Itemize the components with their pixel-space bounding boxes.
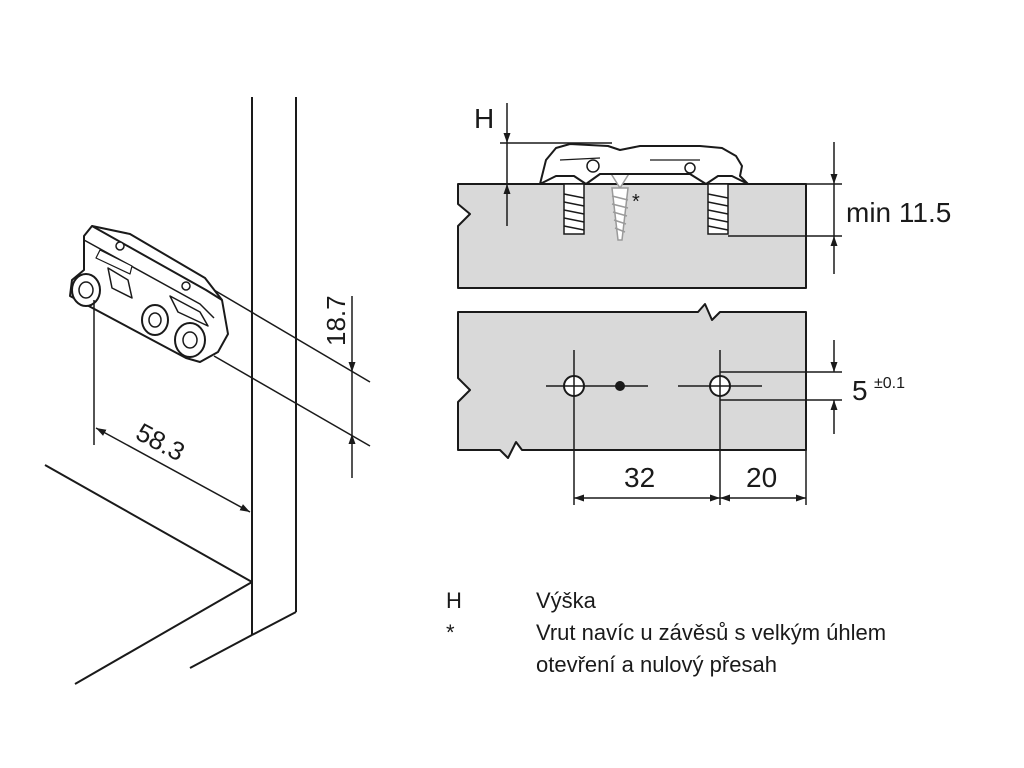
left-dimensions	[93, 289, 371, 513]
legend-key-asterisk: *	[446, 620, 455, 645]
cabinet-bottom-joint-edge	[74, 581, 253, 685]
cabinet-side-bottom-edge	[251, 611, 297, 636]
dim-58-3-line	[95, 427, 251, 513]
legend-text-asterisk-cont: otevření a nulový přesah	[536, 652, 777, 677]
legend-text-h: Výška	[536, 588, 596, 613]
legend-key-h: H	[446, 588, 462, 613]
dim-h-label: H	[474, 103, 494, 134]
asterisk-mark: *	[632, 191, 640, 213]
dim-32-label: 32	[624, 462, 655, 493]
screw-right	[707, 183, 729, 235]
plan-panel	[457, 303, 807, 459]
legend-text-asterisk: Vrut navíc u závěsů s velkým úhlem	[536, 620, 887, 645]
cabinet-bottom-back-edge	[44, 464, 253, 583]
plan-dimensions	[546, 340, 842, 505]
cabinet-bottom-front-edge	[189, 634, 253, 669]
dim-5-label: 5	[852, 375, 868, 406]
dim-18-7-label: 18.7	[321, 295, 351, 346]
top-dimensions	[500, 103, 842, 274]
dim-20-label: 20	[746, 462, 777, 493]
dim-5-tolerance: ±0.1	[874, 375, 905, 392]
mounting-plate-side	[539, 143, 749, 185]
screw-left	[563, 183, 585, 235]
section-view-panel	[457, 143, 807, 289]
mounting-plate-isometric	[69, 225, 229, 363]
cabinet-isometric-view	[44, 97, 297, 685]
dim-min-label: min 11.5	[846, 197, 951, 228]
